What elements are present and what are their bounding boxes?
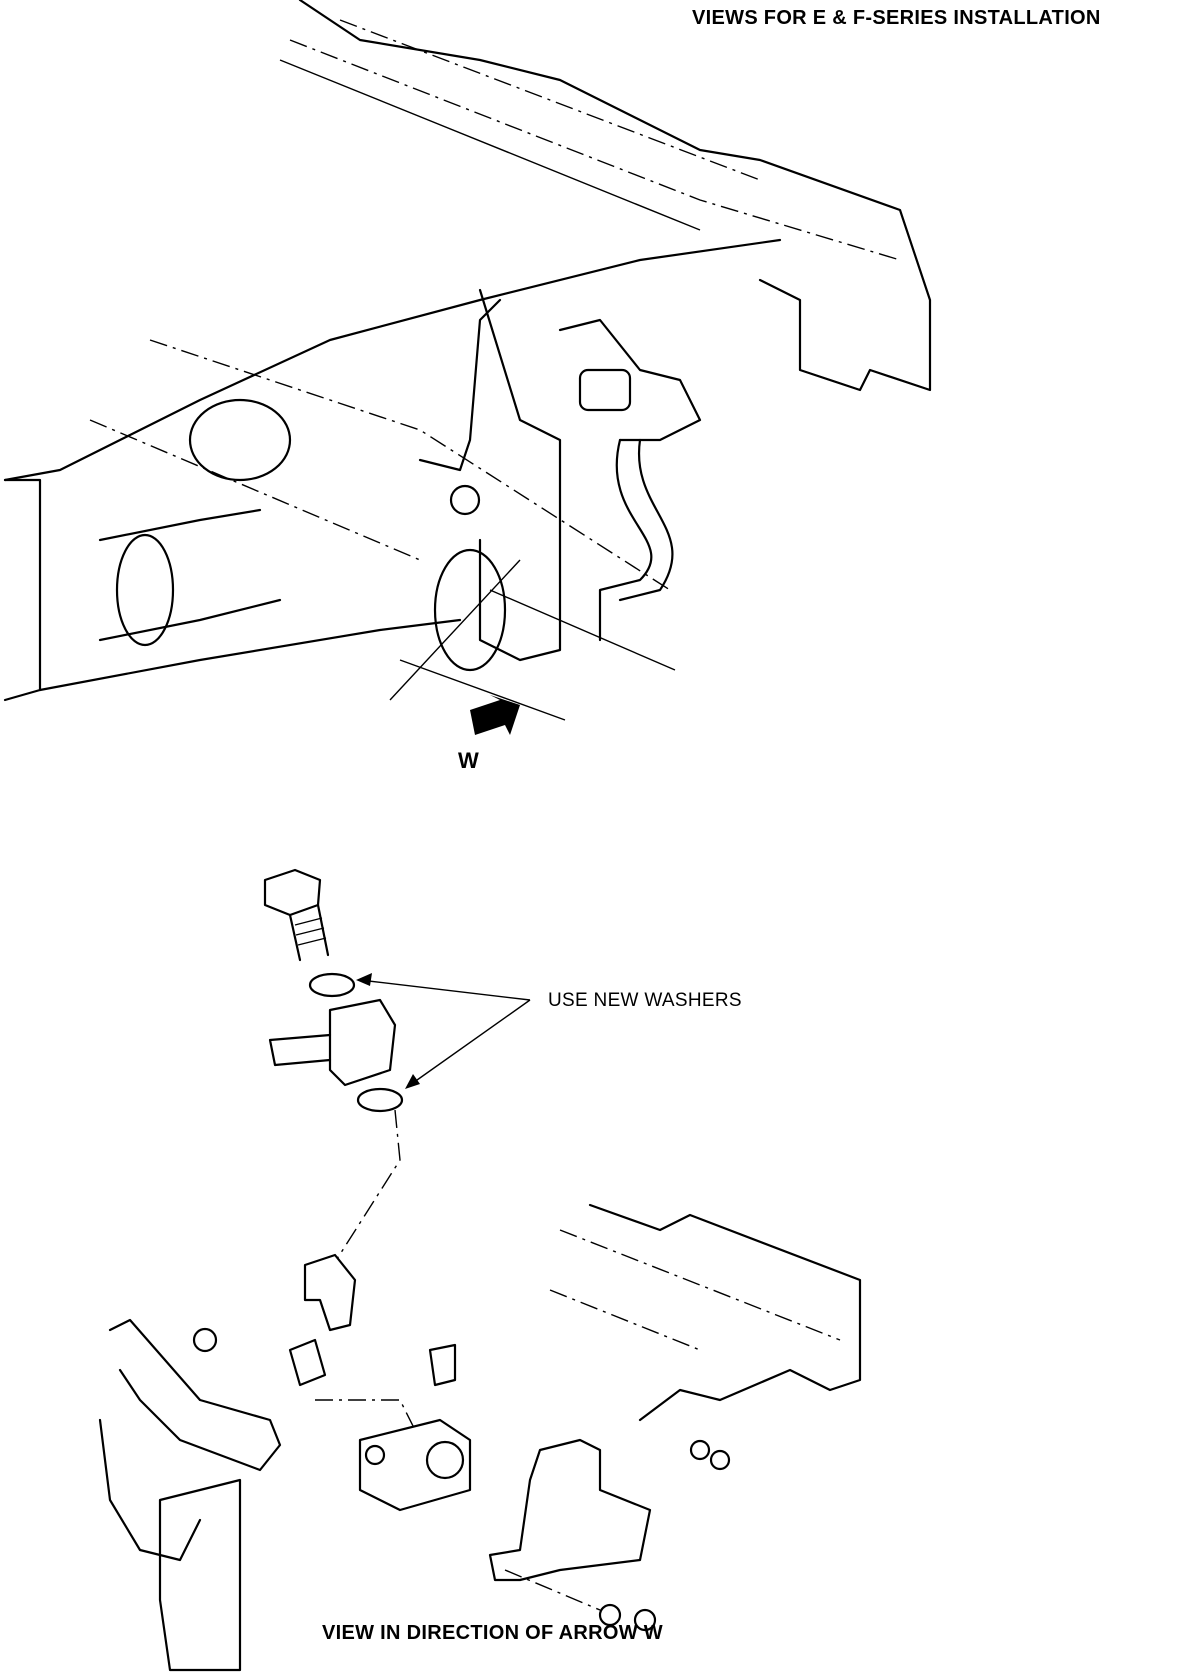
- direction-arrow-w: [470, 695, 520, 735]
- arrow-w-label: W: [458, 748, 480, 773]
- proportioning-valve-assembly: [389, 288, 702, 721]
- diagram-title: VIEWS FOR E & F-SERIES INSTALLATION: [692, 7, 1101, 29]
- frame-rail: [279, 0, 932, 392]
- lower-view-caption: VIEW IN DIRECTION OF ARROW W: [322, 1622, 663, 1644]
- axle-housing: [3, 238, 782, 702]
- use-new-washers-callout: USE NEW WASHERS: [548, 990, 742, 1011]
